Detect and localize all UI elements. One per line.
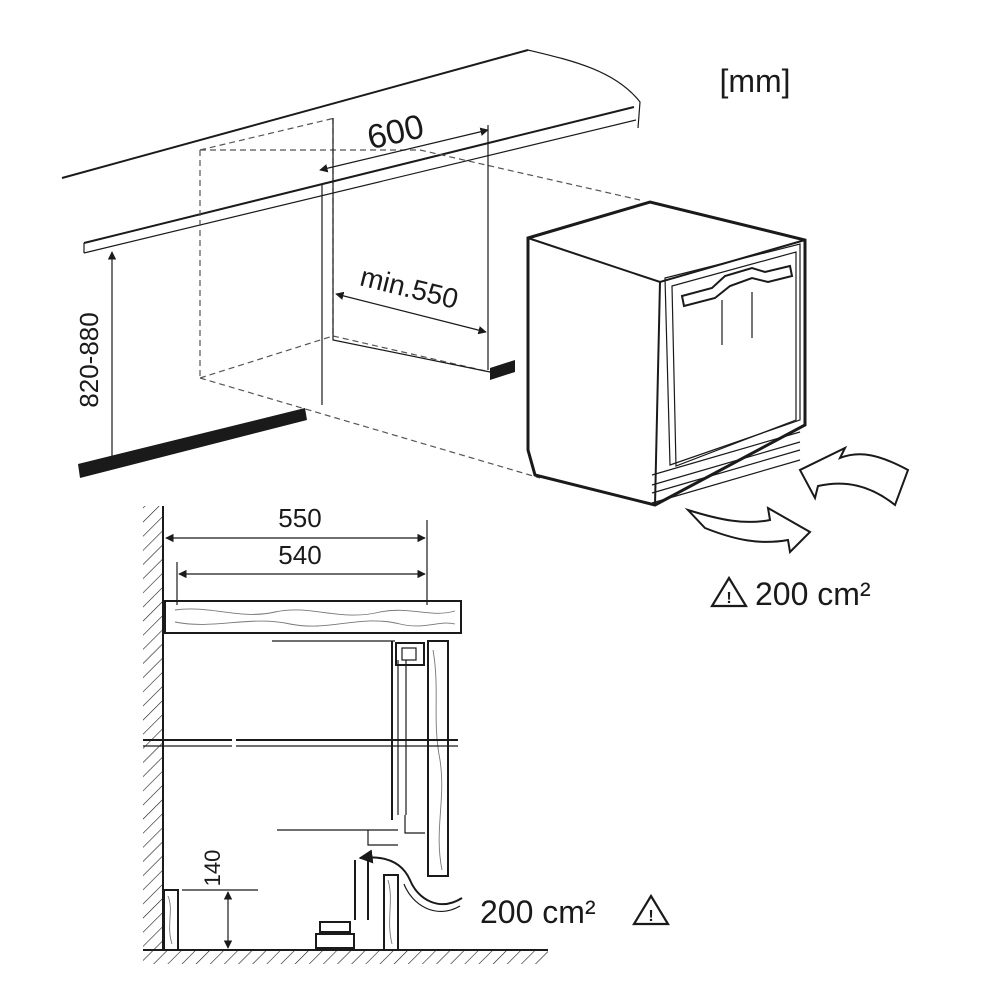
section-depth-inner-label: 540 bbox=[278, 540, 321, 570]
wall-hatch bbox=[143, 506, 163, 950]
appliance-unit bbox=[526, 200, 807, 507]
plinth-height-dimension: 140 bbox=[182, 850, 258, 949]
depth-label: min.550 bbox=[357, 261, 461, 315]
bottom-airflow-icon bbox=[358, 849, 463, 912]
bottom-vent-area: 200 cm² bbox=[480, 894, 596, 930]
plinth-height-label: 140 bbox=[200, 850, 225, 887]
top-vent-area: 200 cm² bbox=[755, 576, 871, 612]
floor-strips bbox=[78, 360, 515, 478]
warning-triangle-icon: ! bbox=[710, 575, 748, 608]
warning-triangle-icon: ! bbox=[632, 893, 670, 926]
floor-hatch bbox=[143, 950, 548, 964]
countertop bbox=[61, 49, 641, 254]
section-depth-outer-label: 550 bbox=[278, 503, 321, 533]
plinth-blocks bbox=[163, 874, 399, 951]
svg-text:!: ! bbox=[648, 908, 653, 925]
airflow-arrow-icon bbox=[684, 445, 910, 555]
height-dimension: 820-880 bbox=[74, 251, 117, 467]
section-view: 550 540 bbox=[143, 503, 670, 964]
section-depth-dimension: 550 540 bbox=[165, 503, 428, 605]
section-break-line bbox=[143, 739, 458, 747]
svg-text:!: ! bbox=[726, 590, 731, 607]
depth-dimension: min.550 bbox=[335, 261, 487, 335]
appliance-section bbox=[272, 640, 449, 949]
width-dimension: 600 bbox=[319, 107, 489, 370]
height-label: 820-880 bbox=[74, 312, 104, 407]
unit-label: [mm] bbox=[719, 63, 790, 99]
top-vent-annotation: ! 200 cm² bbox=[710, 575, 871, 612]
worktop-section bbox=[164, 600, 462, 634]
width-label: 600 bbox=[364, 107, 428, 157]
bottom-vent-annotation: 200 cm² ! bbox=[480, 893, 670, 930]
perspective-view: 600 min.550 820-880 bbox=[61, 49, 910, 612]
